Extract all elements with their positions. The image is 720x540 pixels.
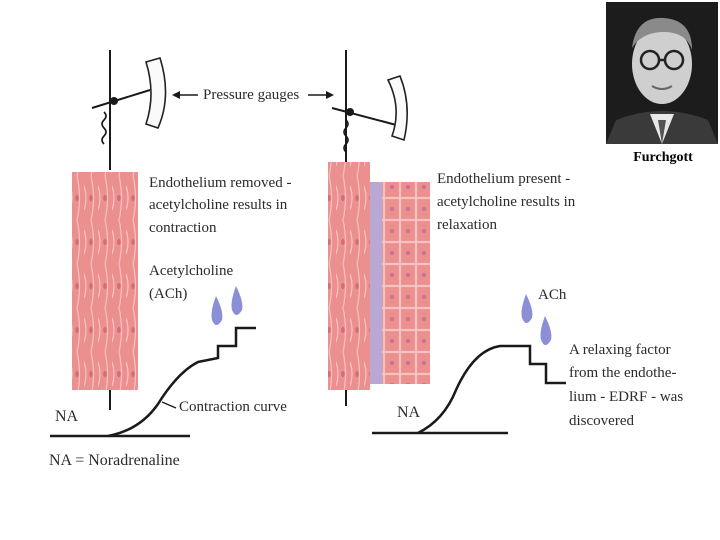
portrait-photo — [606, 2, 718, 144]
pressure-gauges-label: Pressure gauges — [203, 87, 300, 103]
relaxing-factor-line-1: A relaxing factor — [569, 342, 671, 358]
na-definition: NA = Noradrenaline — [49, 452, 180, 469]
right-caption-line-2: acetylcholine results in — [437, 194, 576, 210]
right-caption-line-1: Endothelium present - — [437, 171, 571, 187]
left-contraction-curve — [107, 326, 256, 438]
left-pressure-gauge — [144, 57, 167, 129]
right-ach-label: ACh — [538, 287, 567, 303]
ach-abbreviation-label: (ACh) — [149, 286, 188, 302]
left-apparatus — [50, 50, 256, 438]
left-drop-1 — [211, 296, 223, 325]
left-caption-line-3: contraction — [149, 220, 217, 236]
portrait-caption: Furchgott — [633, 150, 693, 165]
contraction-curve-pointer — [161, 401, 177, 409]
left-muscle-strip — [72, 172, 138, 390]
right-na-label: NA — [397, 404, 421, 421]
portrait-figure — [606, 2, 718, 144]
left-spring — [101, 111, 107, 145]
contraction-curve-label: Contraction curve — [179, 399, 287, 415]
left-lever-arm — [91, 89, 151, 109]
acetylcholine-label: Acetylcholine — [149, 263, 234, 279]
right-drop-2 — [540, 316, 552, 345]
right-apparatus — [328, 50, 566, 435]
left-caption-line-1: Endothelium removed - — [149, 175, 292, 191]
right-pressure-gauge — [386, 75, 408, 142]
relaxing-factor-line-4: discovered — [569, 413, 634, 429]
left-na-label: NA — [55, 408, 79, 425]
right-lever-arm — [331, 107, 401, 127]
relaxing-factor-line-3: lium - EDRF - was — [569, 389, 684, 405]
right-muscle-strip — [328, 162, 370, 390]
left-pivot — [110, 97, 118, 105]
endothelium-layer — [370, 182, 382, 384]
right-caption-line-3: relaxation — [437, 217, 497, 233]
right-drop-1 — [521, 294, 533, 323]
endothelial-cells — [382, 182, 430, 384]
right-pivot — [346, 108, 354, 116]
right-relaxation-curve — [417, 344, 566, 435]
pressure-gauge-arrows — [172, 91, 334, 99]
right-spring — [343, 119, 349, 153]
relaxing-factor-line-2: from the endothe- — [569, 365, 677, 381]
left-drop-2 — [231, 286, 243, 315]
left-caption-line-2: acetylcholine results in — [149, 197, 288, 213]
